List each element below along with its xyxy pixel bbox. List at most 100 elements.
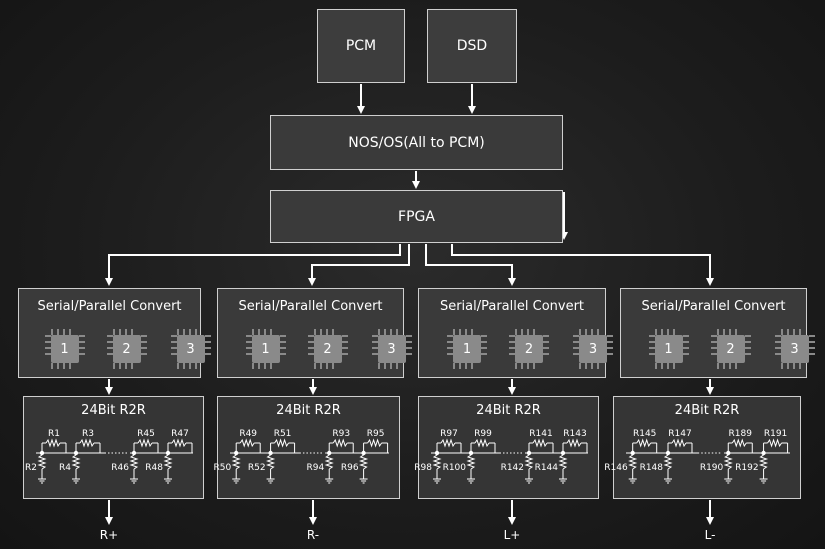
series-resistor-label: R143 xyxy=(563,429,586,439)
junction-dot xyxy=(268,450,273,456)
junction-dot xyxy=(761,450,766,456)
shunt-resistor-icon xyxy=(758,454,769,470)
shunt-resistor-label: R94 xyxy=(306,463,324,473)
series-resistor-label: R47 xyxy=(171,429,189,439)
chip-number: 1 xyxy=(664,341,673,357)
shunt-resistor-label: R98 xyxy=(414,463,432,473)
shunt-resistor-icon xyxy=(324,454,334,470)
chip-number: 3 xyxy=(387,341,396,357)
junction-dot xyxy=(361,450,366,456)
series-resistor-label: R145 xyxy=(633,429,656,439)
chip-icon: 3 xyxy=(573,329,613,369)
series-resistor-label: R191 xyxy=(764,429,787,439)
series-resistor-label: R51 xyxy=(274,429,292,439)
series-resistor-icon xyxy=(79,438,95,448)
shunt-resistor-icon xyxy=(432,454,442,470)
fpga-label: FPGA xyxy=(398,208,435,225)
series-resistor-label: R97 xyxy=(440,429,458,439)
series-resistor-icon xyxy=(532,438,548,448)
series-resistor-label: R99 xyxy=(474,429,492,439)
dsd-input-box: DSD xyxy=(427,9,517,83)
chip-icon: 2 xyxy=(106,329,147,369)
junction-dot xyxy=(726,450,731,456)
chip-icon: 3 xyxy=(371,329,412,369)
shunt-resistor-label: R148 xyxy=(640,463,664,473)
r2r-title: 24Bit R2R xyxy=(674,403,740,418)
series-resistor-icon xyxy=(566,438,582,448)
junction-dot xyxy=(131,450,137,456)
arrow-fpga-to-ch3 xyxy=(425,244,516,286)
shunt-resistor-icon xyxy=(663,454,673,470)
junction-dot xyxy=(630,450,635,456)
channel-output-label: L+ xyxy=(503,528,521,542)
nos-os-box: NOS/OS(All to PCM) xyxy=(270,115,563,170)
shunt-resistor-label: R4 xyxy=(59,463,71,473)
shunt-resistor-icon xyxy=(71,454,81,470)
shunt-resistor-label: R142 xyxy=(501,463,524,473)
series-resistor-icon xyxy=(671,438,687,448)
shunt-resistor-label: R192 xyxy=(735,463,758,473)
convert-title: Serial/Parallel Convert xyxy=(37,299,182,314)
chip-number: 1 xyxy=(261,341,270,357)
series-resistor-icon xyxy=(45,438,61,448)
shunt-resistor-icon xyxy=(129,454,139,470)
series-resistor-label: R93 xyxy=(332,429,350,439)
series-resistor-label: R95 xyxy=(367,429,385,439)
r2r-title: 24Bit R2R xyxy=(81,403,146,418)
junction-dot xyxy=(468,450,474,456)
channel-output-label: R- xyxy=(306,528,320,542)
chip-number: 3 xyxy=(588,341,598,357)
series-resistor-icon xyxy=(171,438,187,448)
arrow-fpga-to-ch4 xyxy=(451,244,714,286)
shunt-resistor-icon xyxy=(628,454,638,470)
nos-os-label: NOS/OS(All to PCM) xyxy=(348,134,485,151)
chip-number: 1 xyxy=(60,341,69,357)
series-resistor-label: R45 xyxy=(137,429,155,439)
convert-title: Serial/Parallel Convert xyxy=(641,299,786,314)
arrow-fpga-to-ch2 xyxy=(308,244,410,286)
shunt-resistor-label: R48 xyxy=(145,463,163,473)
series-resistor-icon xyxy=(137,438,153,448)
junction-dot xyxy=(665,450,671,456)
series-resistor-icon xyxy=(239,438,255,448)
r2r-title: 24Bit R2R xyxy=(476,403,541,418)
series-resistor-icon xyxy=(731,438,747,448)
shunt-resistor-icon xyxy=(265,454,276,470)
junction-dot xyxy=(73,450,79,456)
series-resistor-icon xyxy=(474,438,490,448)
shunt-resistor-icon xyxy=(524,454,534,470)
convert-title: Serial/Parallel Convert xyxy=(439,299,585,314)
series-resistor-label: R49 xyxy=(239,429,257,439)
chip-icon: 3 xyxy=(774,329,815,369)
shunt-resistor-icon xyxy=(558,454,568,470)
shunt-resistor-icon xyxy=(359,454,369,470)
chip-icon: 1 xyxy=(245,329,286,369)
chip-icon: 1 xyxy=(447,329,487,369)
series-resistor-icon xyxy=(767,438,782,448)
chip-icon: 3 xyxy=(170,329,211,369)
shunt-resistor-icon xyxy=(466,454,476,470)
shunt-resistor-label: R146 xyxy=(604,463,628,473)
chip-icon: 2 xyxy=(710,329,751,369)
shunt-resistor-icon xyxy=(163,454,173,470)
junction-dot xyxy=(434,450,440,456)
chip-icon: 1 xyxy=(44,329,85,369)
shunt-resistor-label: R190 xyxy=(700,463,724,473)
channel-output-label: L- xyxy=(704,528,716,542)
junction-dot xyxy=(560,450,566,456)
shunt-resistor-label: R100 xyxy=(443,463,467,473)
series-resistor-label: R189 xyxy=(729,429,753,439)
dsd-label: DSD xyxy=(456,38,488,54)
arrow-fpga-to-ch1 xyxy=(105,244,401,286)
series-resistor-icon xyxy=(274,438,289,448)
shunt-resistor-label: R46 xyxy=(111,463,129,473)
shunt-resistor-icon xyxy=(231,454,241,470)
